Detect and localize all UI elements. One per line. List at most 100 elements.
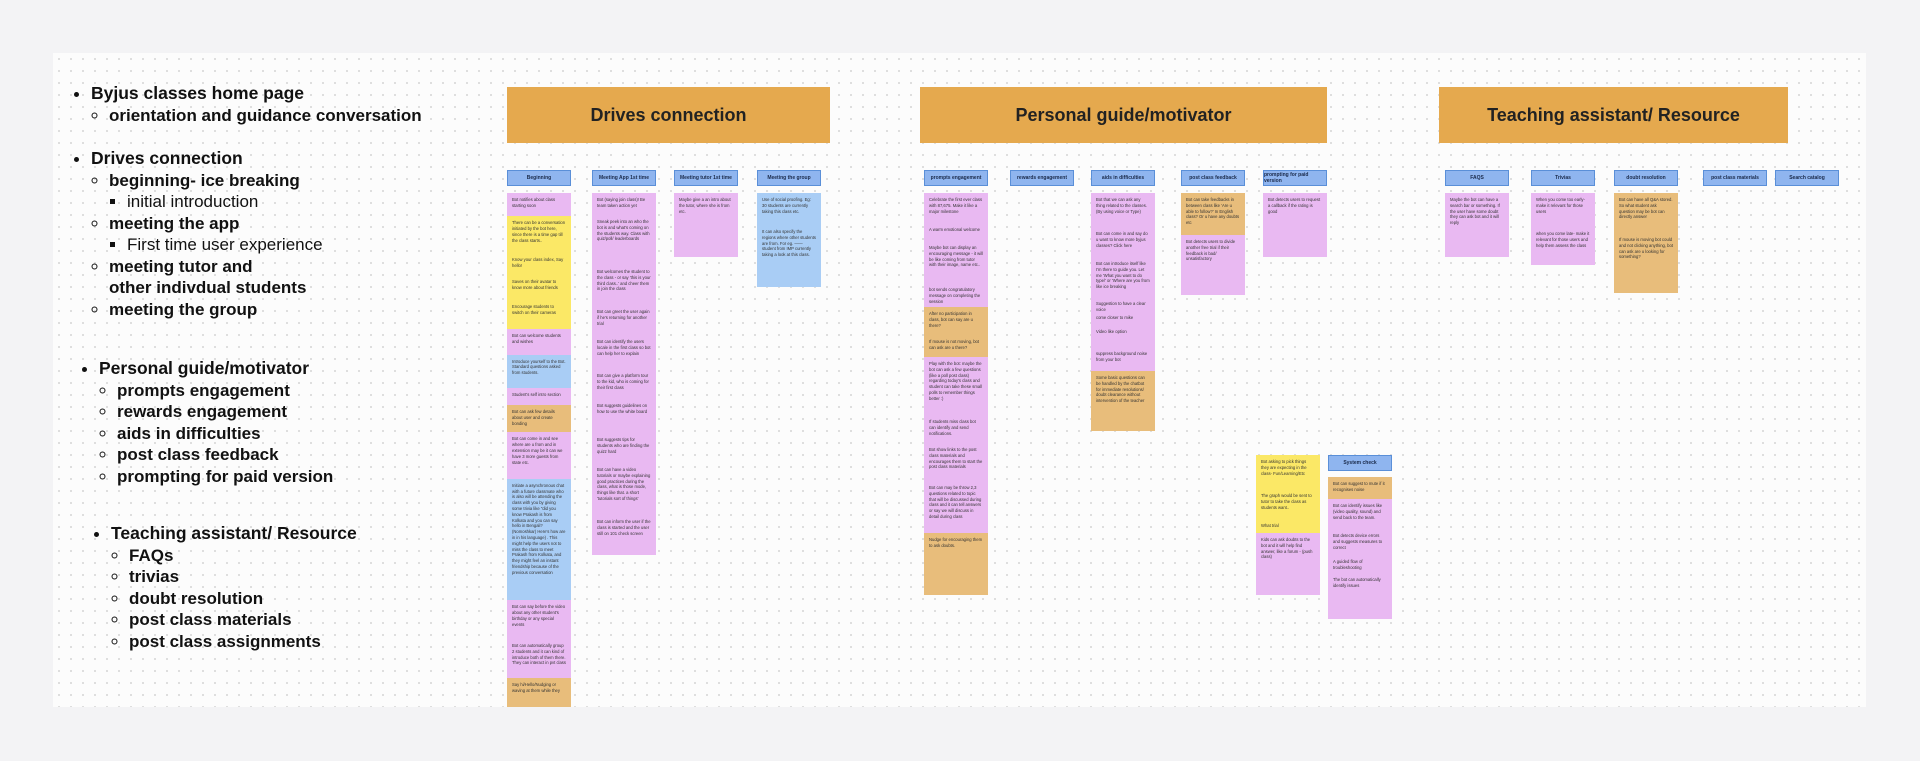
sticky-note[interactable]: Bot can give a platform tour to the kid,… xyxy=(592,369,656,399)
sticky-note[interactable]: Use of social proofing. Eg: 30 students … xyxy=(757,193,821,225)
sticky-note[interactable]: The graph would be sent to tutor to take… xyxy=(1256,489,1320,519)
header-prompts-engagement[interactable]: prompts engagement xyxy=(924,170,988,186)
header-faqs[interactable]: FAQS xyxy=(1445,170,1509,186)
sticky-note[interactable]: The bot can automatically identify issue… xyxy=(1328,573,1392,619)
sticky-note[interactable]: Bot show links to the post class materia… xyxy=(924,443,988,481)
sticky-note[interactable]: Celebrate the first ever class with 87,6… xyxy=(924,193,988,223)
header-post-class-materials[interactable]: post class materials xyxy=(1703,170,1767,186)
sticky-note[interactable]: Kids can ask doubts to the bot and it wi… xyxy=(1256,533,1320,595)
sticky-note[interactable]: What trial xyxy=(1256,519,1320,533)
banner-drives-connection[interactable]: Drives connection xyxy=(507,87,830,143)
sticky-note[interactable]: come closer to mike xyxy=(1091,311,1155,325)
sticky-note[interactable]: Bot can identify issues like (video qual… xyxy=(1328,499,1392,529)
sticky-note[interactable]: Maybe give a an intro about the tutor, w… xyxy=(674,193,738,257)
sticky-note[interactable]: Bot suggests tips for students who are f… xyxy=(592,433,656,463)
header-doubt-resolution[interactable]: doubt resolution xyxy=(1614,170,1678,186)
sticky-note[interactable]: Saves on their avatar to know more about… xyxy=(507,274,571,301)
header-post-class-feedback[interactable]: post class feedback xyxy=(1181,170,1245,186)
sticky-note[interactable]: Maybe the bot can have a search bar or s… xyxy=(1445,193,1509,257)
sticky-note[interactable]: Know your class index, Say hello! xyxy=(507,253,571,275)
sticky-note[interactable]: A warm emotional welcome xyxy=(924,223,988,241)
sticky-note[interactable]: suppress background noise from your bot xyxy=(1091,347,1155,371)
header-search-catalog[interactable]: Search catalog xyxy=(1775,170,1839,186)
sticky-note[interactable]: bot sends congratulatory message on comp… xyxy=(924,283,988,307)
sticky-note[interactable]: Bot that we can ask any thing related to… xyxy=(1091,193,1155,227)
sticky-note[interactable]: Bot can have all Q&A stored. So what stu… xyxy=(1614,193,1678,233)
header-paid-version[interactable]: prompting for paid version xyxy=(1263,170,1327,186)
outline-section: Teaching assistant/ Resource FAQs trivia… xyxy=(111,523,493,652)
outline-item: post class feedback xyxy=(117,444,493,466)
sticky-note[interactable]: Bot can may be throw 2,3 questions relat… xyxy=(924,481,988,533)
outline-section: Personal guide/motivator prompts engagem… xyxy=(99,358,493,487)
sticky-note[interactable]: Video like option xyxy=(1091,325,1155,347)
sticky-note[interactable]: Bot can suggest to mute if it recognises… xyxy=(1328,477,1392,499)
outline-item: post class assignments xyxy=(129,631,493,653)
sticky-note[interactable]: Bot detects users to divide another free… xyxy=(1181,235,1245,295)
sticky-note[interactable]: Bot can come in and say do u want to kno… xyxy=(1091,227,1155,257)
sticky-note[interactable]: Bot can greet the user again if he's ret… xyxy=(592,305,656,335)
outline-item: beginning- ice breaking initial introduc… xyxy=(109,170,493,213)
sticky-note[interactable]: Bot can automatically group 2 students a… xyxy=(507,639,571,678)
sticky-note[interactable]: If students miss class bot can identify … xyxy=(924,415,988,443)
header-meeting-tutor[interactable]: Meeting tutor 1st time xyxy=(674,170,738,186)
sticky-note[interactable]: Bot notifies about class starting soon xyxy=(507,193,571,217)
sticky-note[interactable]: Bot can introduce itself like I'm there … xyxy=(1091,257,1155,297)
header-meeting-group[interactable]: Meeting the group xyxy=(757,170,821,186)
sticky-note[interactable]: Bot can ask few details about user and c… xyxy=(507,405,571,433)
outline-list: Byjus classes home page orientation and … xyxy=(73,83,493,674)
outline-item: prompts engagement xyxy=(117,380,493,402)
sticky-note[interactable]: Bot can welcome students and wishes xyxy=(507,329,571,355)
outline-item: meeting the group xyxy=(109,299,493,321)
header-meeting-app[interactable]: Meeting App 1st time xyxy=(592,170,656,186)
outline-item: doubt resolution xyxy=(129,588,493,610)
sticky-note[interactable]: Play with the bot: maybe the bot can ask… xyxy=(924,357,988,415)
sticky-note[interactable]: It can also specify the regions where ot… xyxy=(757,225,821,287)
sticky-note[interactable]: Bot (saying join class)! Be team taken a… xyxy=(592,193,656,215)
header-trivias[interactable]: Trivias xyxy=(1531,170,1595,186)
outline-section: Drives connection beginning- ice breakin… xyxy=(91,148,493,320)
sticky-note[interactable]: Bot welcomes the student to the class - … xyxy=(592,265,656,305)
sticky-note[interactable]: Bot can identify the users locale in the… xyxy=(592,335,656,369)
whiteboard-canvas[interactable]: Byjus classes home page orientation and … xyxy=(53,53,1866,707)
sticky-note[interactable]: After no participation in class, bot can… xyxy=(924,307,988,335)
header-aids-in-difficulties[interactable]: aids in difficulties xyxy=(1091,170,1155,186)
header-system-check[interactable]: System check xyxy=(1328,455,1392,471)
outline-item: prompting for paid version xyxy=(117,466,493,488)
outline-item: rewards engagement xyxy=(117,401,493,423)
sticky-note[interactable]: Some basic questions can be handled by t… xyxy=(1091,371,1155,431)
outline-section: Byjus classes home page orientation and … xyxy=(91,83,493,126)
outline-item: aids in difficulties xyxy=(117,423,493,445)
sticky-note[interactable]: Bot detects users to request a callback … xyxy=(1263,193,1327,257)
sticky-note[interactable]: Student's self intro section xyxy=(507,388,571,406)
sticky-note[interactable]: Bot detects device errors and suggests m… xyxy=(1328,529,1392,555)
sticky-note[interactable]: Sneak peek into an who the bot is and wh… xyxy=(592,215,656,265)
sticky-note[interactable]: If mouse is not moving, bot can ask are … xyxy=(924,335,988,357)
banner-personal-guide[interactable]: Personal guide/motivator xyxy=(920,87,1327,143)
sticky-note[interactable]: Maybe bot can display an encouraging mes… xyxy=(924,241,988,283)
sticky-note[interactable]: When you come too early- make it relevan… xyxy=(1531,193,1595,227)
sticky-note[interactable]: Bot can take feedbacks in between class … xyxy=(1181,193,1245,235)
outline-subitem: initial introduction xyxy=(127,191,493,213)
sticky-note[interactable]: when you come late- make it relevant for… xyxy=(1531,227,1595,265)
header-rewards-engagement[interactable]: rewards engagement xyxy=(1010,170,1074,186)
banner-teaching-assistant[interactable]: Teaching assistant/ Resource xyxy=(1439,87,1788,143)
sticky-note[interactable]: Bot can come in and see where are u from… xyxy=(507,432,571,479)
sticky-note[interactable]: Suggestion to have a clear voice xyxy=(1091,297,1155,311)
sticky-note[interactable]: Bot suggests guidelines on how to use th… xyxy=(592,399,656,433)
sticky-note[interactable]: Bot can say before the video about any o… xyxy=(507,600,571,640)
sticky-note[interactable]: Nudge for encouraging them to ask doubts… xyxy=(924,533,988,595)
sticky-note[interactable]: There can be a conversation initiated by… xyxy=(507,216,571,254)
outline-item: orientation and guidance conversation xyxy=(109,105,493,127)
sticky-note[interactable]: Bot can have a video tutorials or maybe … xyxy=(592,463,656,515)
sticky-note[interactable]: Say hi/Hello/Nudging or waving at them w… xyxy=(507,677,571,707)
sticky-note[interactable]: Introduce yourself to the Bot. Standard … xyxy=(507,354,571,389)
sticky-note[interactable]: If mouse is moving bot could and not cli… xyxy=(1614,233,1678,293)
header-beginning[interactable]: Beginning xyxy=(507,170,571,186)
sticky-note[interactable]: Initiate a asynchronous chat with a futu… xyxy=(507,478,571,601)
sticky-note[interactable]: Bot asking to pick things they are expec… xyxy=(1256,455,1320,489)
sticky-note[interactable]: A guided flow of troubleshooting xyxy=(1328,555,1392,573)
outline-item: trivias xyxy=(129,566,493,588)
sticky-note[interactable]: Encourage students to switch on their ca… xyxy=(507,300,571,330)
sticky-note[interactable]: Bot can inform the user if the class is … xyxy=(592,515,656,555)
